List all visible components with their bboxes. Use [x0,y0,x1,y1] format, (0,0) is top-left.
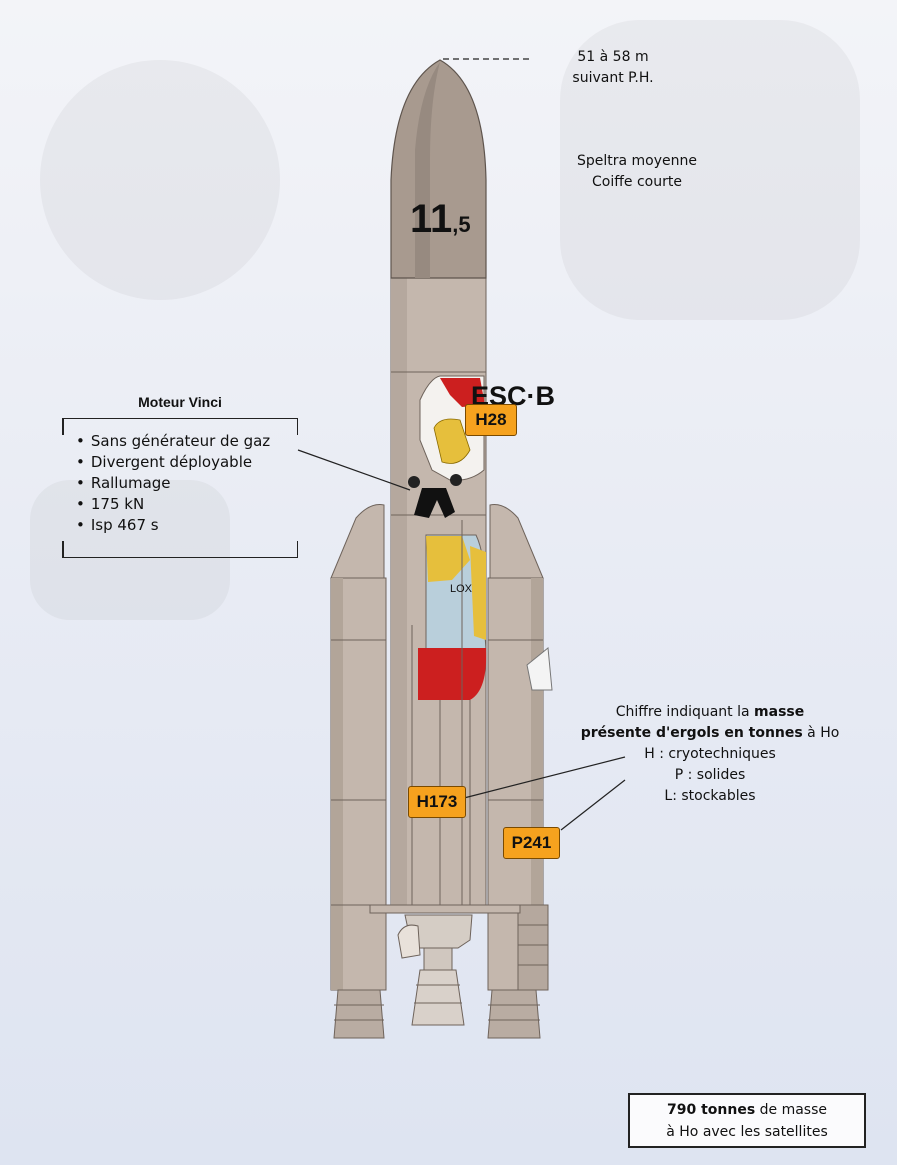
height-note: 51 à 58 m suivant P.H. [548,47,678,89]
total-mass-line2: à Ho avec les satellites [666,1124,828,1140]
total-mass-line1: 790 tonnes de masse [667,1102,827,1118]
legend: Chiffre indiquant la masse présente d'er… [560,702,860,807]
left-booster [330,504,387,1039]
core-tank-cutaway [411,520,487,905]
engine-title: Moteur Vinci [138,394,222,410]
height-note-line1: 51 à 58 m [577,49,649,65]
fairing [390,59,487,279]
fairing-mass-sub: ,5 [452,212,471,237]
lox-label: LOX [450,583,473,595]
engine-feature: Isp 467 s [76,515,270,536]
payload-line1: Speltra moyenne [576,153,697,169]
leader-lines [297,58,626,831]
payload-note: Speltra moyenne Coiffe courte [556,151,718,193]
legend-line2: présente d'ergols en tonnes à Ho [580,725,840,741]
badge-upper-stage: H28 [465,404,517,436]
engine-feature-box: Sans générateur de gaz Divergent déploya… [62,418,298,558]
total-mass-box: 790 tonnes de masse à Ho avec les satell… [628,1093,866,1148]
engine-feature: 175 kN [76,494,270,515]
height-note-line2: suivant P.H. [572,70,654,86]
badge-booster: P241 [503,827,560,859]
legend-line1: Chiffre indiquant la masse [615,704,805,720]
payload-line2: Coiffe courte [592,174,682,190]
engine-feature: Sans générateur de gaz [76,431,270,452]
engine-feature: Rallumage [76,473,270,494]
engine-feature-list: Sans générateur de gaz Divergent déploya… [76,431,270,536]
main-engine [369,904,521,1026]
badge-core-stage: H173 [408,786,466,818]
right-booster [487,504,553,1039]
legend-item: H : cryotechniques [644,746,776,762]
engine-feature: Divergent déployable [76,452,270,473]
legend-item: P : solides [674,767,746,783]
legend-item: L: stockables [664,788,756,804]
fairing-mass-main: 11 [410,197,453,241]
upper-stage-cutaway [408,375,485,518]
fairing-mass: 11,5 [410,195,471,249]
